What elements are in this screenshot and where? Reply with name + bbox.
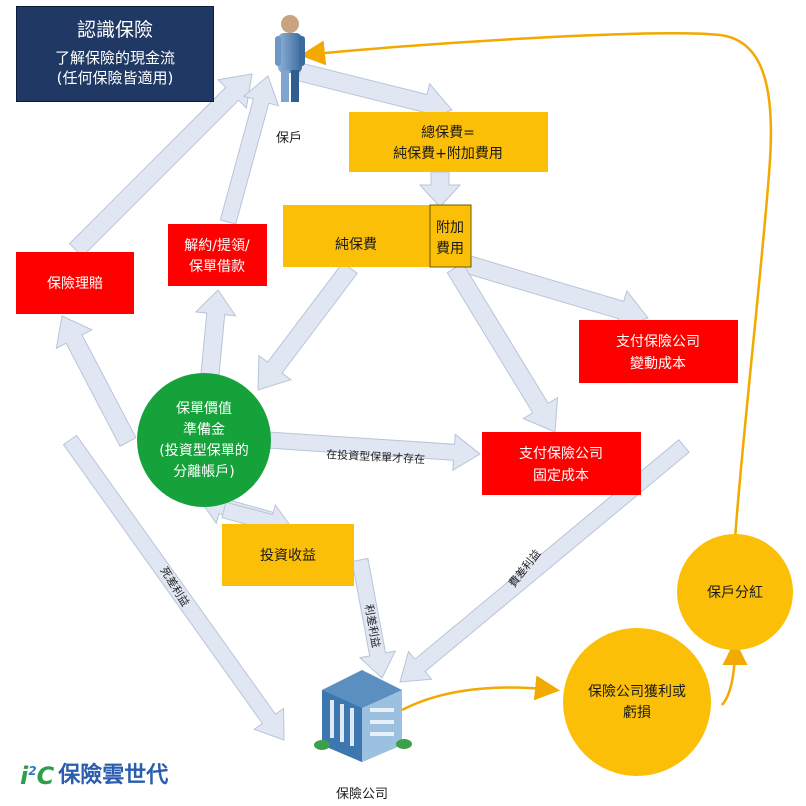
arrow-investment-to-company: [351, 557, 397, 679]
logo-mark: i2C: [20, 762, 55, 790]
reserve-line-3: (投資型保單的: [159, 443, 248, 459]
profit-loss-circle: [563, 628, 711, 776]
page-title: 認識保險: [76, 19, 153, 41]
profit-loss-line-1: 保險公司獲利或: [588, 684, 686, 700]
reserve-line-2: 準備金: [183, 422, 225, 438]
profit-loss-line-2: 虧損: [623, 705, 651, 721]
fixed-cost-line-1: 支付保險公司: [519, 446, 603, 462]
loading-line-1: 附加: [436, 220, 464, 236]
variable-cost-line-1: 支付保險公司: [616, 334, 700, 350]
brand-logo: i2C 保險雲世代: [20, 760, 168, 790]
reserve-line-1: 保單價值: [176, 400, 232, 417]
claims-label: 保險理賠: [47, 276, 103, 292]
arrow-reserve-to-claims: [55, 315, 137, 447]
arrow-pure-premium-to-reserve: [257, 261, 358, 391]
flow-arrows: [55, 62, 690, 741]
total-premium-line-1: 總保費=: [421, 124, 475, 141]
logo-text: 保險雲世代: [58, 763, 169, 788]
dividend-circle: [677, 534, 793, 650]
separate-account-label: 在投資型保單才存在: [326, 447, 426, 466]
mortality-gain-label: 死差利益: [157, 564, 192, 609]
surrender-box: [168, 224, 267, 286]
fixed-cost-box: [482, 432, 641, 495]
arrow-reserve-to-company: [62, 434, 285, 741]
surrender-line-1: 解約/提領/: [184, 237, 250, 254]
fixed-cost-line-2: 固定成本: [533, 468, 589, 484]
dividend-label: 保戶分紅: [707, 585, 763, 601]
dividend-to-insured-line: [300, 32, 773, 541]
arrow-surrender-to-insured: [219, 75, 280, 225]
arrow-total-to-pure-premium: [418, 171, 462, 208]
title-box: 認識保險 了解保險的現金流 (任何保險皆適用): [16, 6, 214, 102]
total-premium-box: [349, 112, 548, 172]
investment-return-label: 投資收益: [260, 548, 316, 564]
arrow-reserve-to-surrender: [194, 289, 237, 376]
insured-label: 保戶: [276, 131, 302, 146]
surrender-line-2: 保單借款: [189, 259, 245, 275]
reserve-line-4: 分離帳戶): [173, 463, 234, 480]
total-premium-line-2: 純保費+附加費用: [393, 146, 503, 162]
pure-premium-label: 純保費: [335, 237, 377, 253]
insured-person-icon: [275, 15, 305, 102]
loading-line-2: 費用: [436, 241, 464, 257]
company-building-icon: [314, 670, 412, 762]
pure-premium-box: [283, 205, 430, 267]
variable-cost-box: [579, 320, 738, 383]
arrow-fixed-cost-to-company: [399, 439, 690, 683]
profit-to-dividend-line: [721, 640, 748, 706]
subtitle-line-1: 了解保險的現金流: [54, 49, 175, 67]
company-label: 保險公司: [336, 787, 388, 802]
arrow-loading-to-fixed-cost: [446, 262, 559, 433]
subtitle-line-2: (任何保險皆適用): [56, 69, 174, 87]
investment-return-box: [222, 524, 354, 586]
arrow-claims-to-insured: [68, 73, 253, 258]
arrow-reserve-to-fixed-cost: [266, 431, 481, 472]
page-subtitle: 了解保險的現金流 (任何保險皆適用): [17, 48, 213, 88]
claims-box: [16, 252, 134, 314]
loading-box: [429, 204, 472, 268]
reserve-circle: [137, 373, 271, 507]
company-to-profit-line: [401, 675, 560, 712]
variable-cost-line-2: 變動成本: [630, 356, 686, 372]
